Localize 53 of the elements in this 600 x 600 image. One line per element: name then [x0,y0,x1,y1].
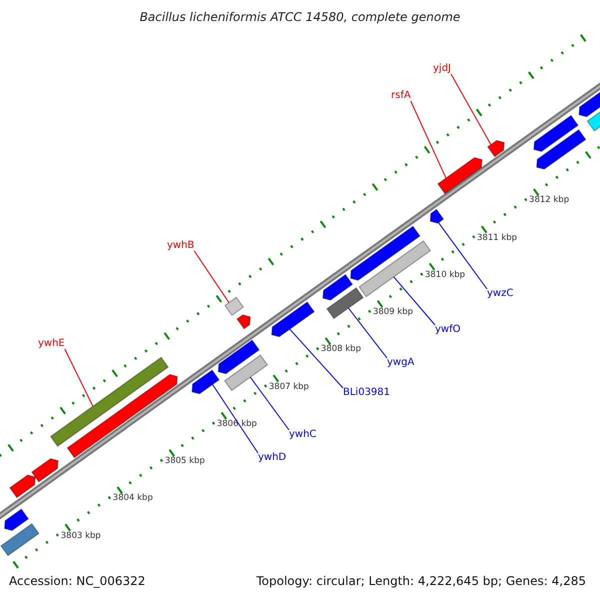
footer-text: Accession: NC_006322 [9,575,146,587]
footer-text: Topology: circular; Length: 4,222,645 bp; Genes: 4,285 [256,575,586,587]
gene-block [236,314,251,330]
gene-block [430,208,444,224]
gene-block [271,301,315,338]
gene-label: ywhC [289,430,316,440]
gene-label: ywgA [387,358,414,368]
gene-label: rsfA [391,91,411,101]
scale-label: 3806 kbp [216,420,257,428]
gene-block [31,458,59,483]
title: Bacillus licheniformis ATCC 14580, complete genome [138,11,462,23]
gene-block [536,129,586,170]
scale-label: 3811 kbp [477,234,518,242]
gene-block [437,157,483,194]
leader-line [410,100,446,179]
gene-block [0,523,40,556]
scale-label: 3810 kbp [424,270,466,280]
leader-line [393,276,436,326]
gene-block [322,274,354,301]
leader-line [64,348,94,407]
leader-line [348,308,388,358]
scale-label: 3809 kbp [372,308,414,317]
gene-label: ywhB [167,241,194,251]
gene-label: yjdJ [433,64,451,74]
gene-block [66,374,178,458]
gene-block [326,287,364,320]
gene-block [9,474,36,498]
leader-line [212,384,258,454]
leader-line [194,250,230,304]
scale-label: 3807 kbp [268,382,309,391]
scale-label: 3805 kbp [164,457,205,466]
gene-block [50,356,169,447]
leader-line [289,328,344,388]
gene-label: ywzC [487,289,514,299]
scale-label: 3808 kbp [320,345,361,354]
leader-line [438,222,488,290]
gene-block [218,339,260,374]
scale-label: 3803 kbp [60,532,101,540]
gene-block [533,114,579,152]
gene-block [4,508,30,532]
gene-label: ywfO [435,325,460,335]
scale-label: 3812 kbp [529,196,570,205]
gene-block [350,226,421,281]
gene-label: ywhD [258,453,286,463]
gene-block [224,354,268,392]
gene-block [224,296,244,316]
gene-block [192,369,220,394]
leader-line [450,74,492,146]
gene-block [487,140,505,158]
leader-line [250,376,290,430]
scale-label: 3804 kbp [112,494,153,503]
gene-label: ywhE [38,339,65,349]
gene-label: BLi03981 [343,388,390,398]
